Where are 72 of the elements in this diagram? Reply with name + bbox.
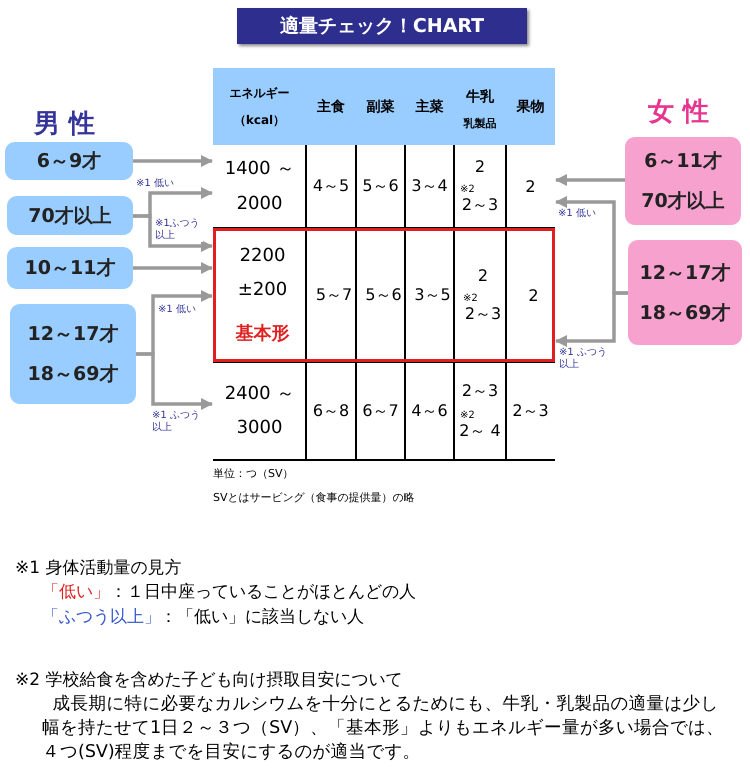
energy-value: 2400 ～3000 xyxy=(224,382,296,440)
age-label: 18～69才 xyxy=(28,362,118,387)
age-group-box xyxy=(628,240,742,345)
cell-value: 2～3 xyxy=(462,380,498,402)
footnote-text: ：１日中座っていることがほとんどの人 xyxy=(110,581,416,603)
arrow xyxy=(136,352,213,410)
arrow xyxy=(555,174,625,186)
age-label: 10～11才 xyxy=(24,256,116,281)
age-group-box xyxy=(7,196,133,235)
edge-label: ※1 ふつう以上 xyxy=(559,347,607,371)
age-label: 12～17才 xyxy=(28,322,118,347)
cell-value: 5～7 xyxy=(316,284,352,306)
age-label: 70才以上 xyxy=(641,189,725,214)
cell-value: 6～7 xyxy=(362,400,399,422)
age-group-box xyxy=(10,304,136,404)
cell-value: 2～ 4 xyxy=(459,420,501,442)
energy-value: 1400 ～2000 xyxy=(224,157,296,216)
energy-value: 2200 ±200 xyxy=(236,244,288,302)
cell-value: 4～6 xyxy=(411,400,448,422)
age-group-box xyxy=(5,142,133,180)
title-banner: 適量チェック！CHART xyxy=(237,8,527,44)
column-header: 乳製品 xyxy=(454,112,506,145)
cell-value: 6～8 xyxy=(312,400,350,422)
group-heading: 女 性 xyxy=(648,96,710,129)
arrow xyxy=(555,291,628,347)
footnote-mark: ※2 xyxy=(460,184,475,195)
footnote-heading: ※2 学校給食を含めた子ども向け摂取目安について xyxy=(15,669,402,691)
cell-value: 2 xyxy=(525,177,536,196)
footnote-heading: ※1 身体活動量の見方 xyxy=(15,557,182,579)
column-header: エネルギー（kcal） xyxy=(213,68,306,145)
cell-value: 5～6 xyxy=(365,284,402,306)
footnote-text: 成長期に特に必要なカルシウムを十分にとるためにも、牛乳・乳製品の適量は少し幅を持たせて1日２～３つ（SV）、「基本形」よりもエネルギー量が多い場合では、４つ(SV)程度までを目安にするのが適当です。 xyxy=(42,693,726,764)
cell-value: 3～5 xyxy=(414,284,451,306)
edge-label: ※1 低い xyxy=(136,178,174,190)
table-note: SVとはサービング（食事の提供量）の略 xyxy=(213,490,415,505)
cell-value: 2 xyxy=(478,266,488,284)
age-label: 12～17才 xyxy=(640,260,730,286)
cell-value: 4～5 xyxy=(312,176,350,197)
edge-label: ※1 低い xyxy=(558,208,596,220)
column-header: 主食 xyxy=(306,68,356,145)
age-label: 70才以上 xyxy=(28,204,112,228)
arrow xyxy=(133,214,213,252)
edge-label: ※1ふつう以上 xyxy=(155,218,203,242)
column-header: 果物 xyxy=(506,68,555,145)
edge-label: ※1 低い xyxy=(158,304,196,316)
age-group-box xyxy=(625,137,741,225)
age-label: 6～11才 xyxy=(644,149,722,174)
footnote-mark: ※2 xyxy=(463,292,478,304)
footnote-text: ：「低い」に該当しない人 xyxy=(160,606,364,628)
cell-value: 5～6 xyxy=(362,176,399,197)
footnote-mark: ※2 xyxy=(460,410,475,420)
table-note: 単位：つ（SV） xyxy=(213,466,294,481)
cell-value: 2 xyxy=(474,157,486,176)
column-header: 副菜 xyxy=(356,68,405,145)
column-header: 牛乳 xyxy=(454,68,506,112)
group-heading: 男 性 xyxy=(34,108,96,141)
edge-label: ※1 ふつう以上 xyxy=(152,410,200,434)
term-label: 「ふつう以上」 xyxy=(42,606,161,628)
age-label: 6～9才 xyxy=(36,149,102,174)
term-label: 「低い」 xyxy=(42,581,110,603)
cell-value: 3～4 xyxy=(411,176,448,197)
arrow xyxy=(133,262,213,274)
highlighted-row xyxy=(213,228,555,362)
cell-value: 2～3 xyxy=(464,304,502,324)
column-header: 主菜 xyxy=(405,68,454,145)
arrow xyxy=(133,155,213,167)
age-label: 18～69才 xyxy=(640,300,730,326)
cell-value: 2 xyxy=(528,286,539,304)
cell-value: 2～3 xyxy=(462,195,498,216)
age-group-box xyxy=(7,247,133,289)
cell-value: 2～3 xyxy=(512,400,549,422)
basic-pattern-label: 基本形 xyxy=(234,322,290,346)
